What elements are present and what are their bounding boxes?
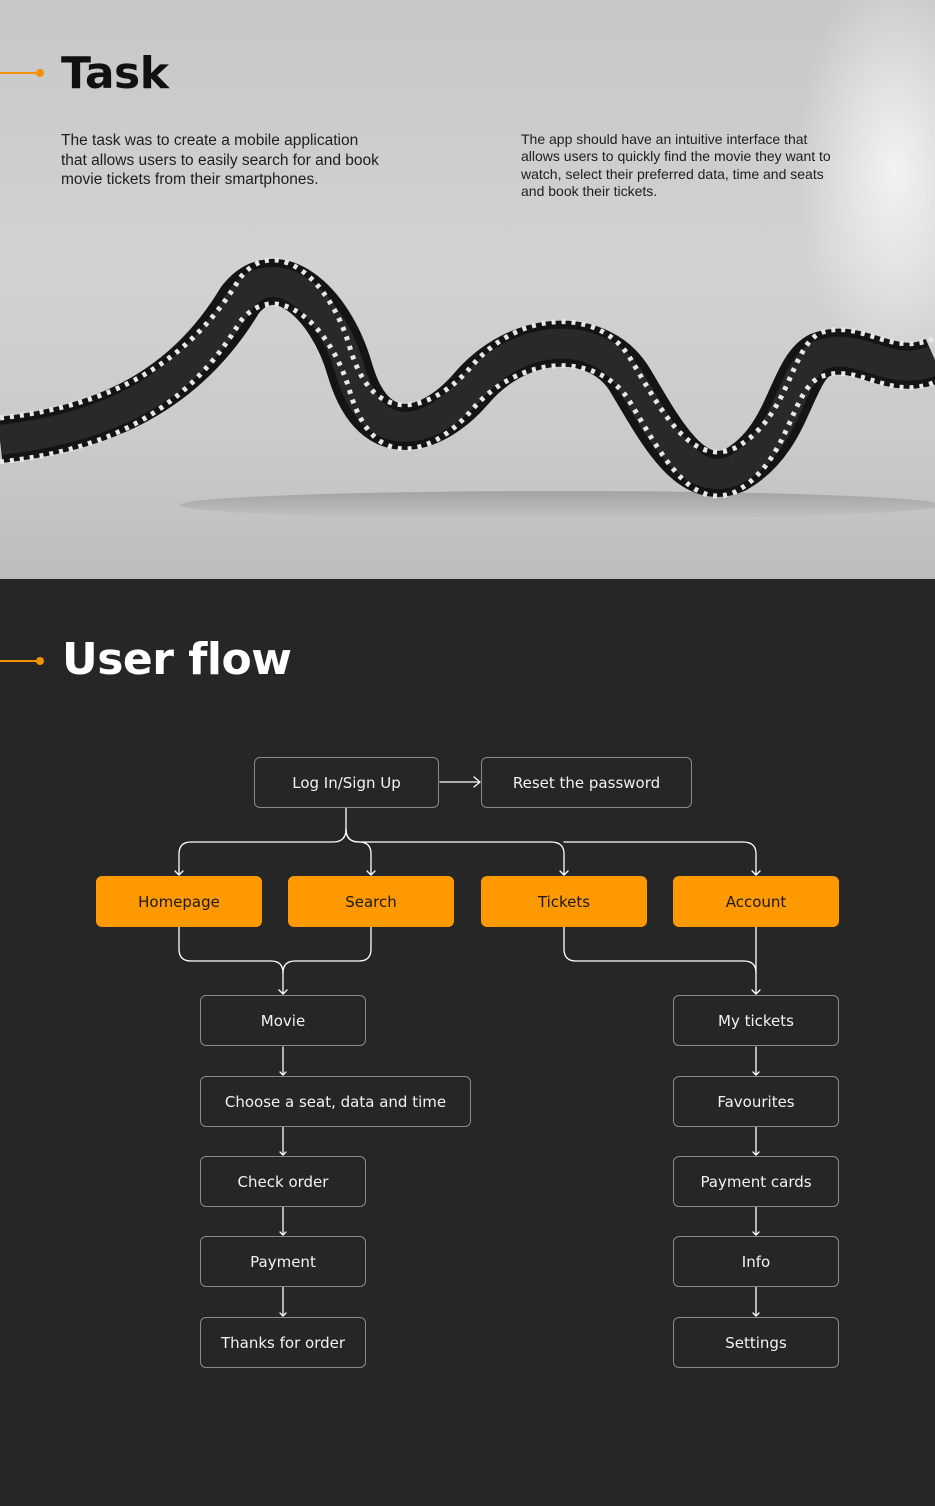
accent-line bbox=[0, 660, 38, 662]
task-title: Task bbox=[61, 48, 169, 99]
task-description-left: The task was to create a mobile applicat… bbox=[61, 132, 379, 188]
node-my-tickets[interactable]: My tickets bbox=[673, 995, 839, 1046]
node-payment[interactable]: Payment bbox=[200, 1236, 366, 1287]
accent-line bbox=[0, 72, 38, 74]
node-info[interactable]: Info bbox=[673, 1236, 839, 1287]
node-homepage[interactable]: Homepage bbox=[96, 876, 262, 927]
accent-dot bbox=[36, 69, 44, 77]
accent-dot bbox=[36, 657, 44, 665]
node-settings[interactable]: Settings bbox=[673, 1317, 839, 1368]
node-choose-seat[interactable]: Choose a seat, data and time bbox=[200, 1076, 471, 1127]
background-highlight bbox=[795, 0, 935, 380]
node-favourites[interactable]: Favourites bbox=[673, 1076, 839, 1127]
node-tickets[interactable]: Tickets bbox=[481, 876, 647, 927]
node-reset-password[interactable]: Reset the password bbox=[481, 757, 692, 808]
node-payment-cards[interactable]: Payment cards bbox=[673, 1156, 839, 1207]
node-login-signup[interactable]: Log In/Sign Up bbox=[254, 757, 439, 808]
task-section: Task The task was to create a mobile app… bbox=[0, 0, 935, 579]
film-strip-image bbox=[0, 257, 935, 519]
user-flow-section: User flow Log In/Sign Up Reset the bbox=[0, 579, 935, 1506]
node-movie[interactable]: Movie bbox=[200, 995, 366, 1046]
node-check-order[interactable]: Check order bbox=[200, 1156, 366, 1207]
node-search[interactable]: Search bbox=[288, 876, 454, 927]
node-account[interactable]: Account bbox=[673, 876, 839, 927]
node-thanks-for-order[interactable]: Thanks for order bbox=[200, 1317, 366, 1368]
task-description-right: The app should have an intuitive interfa… bbox=[521, 131, 831, 200]
user-flow-title: User flow bbox=[62, 634, 292, 685]
flow-connectors bbox=[174, 776, 761, 1317]
